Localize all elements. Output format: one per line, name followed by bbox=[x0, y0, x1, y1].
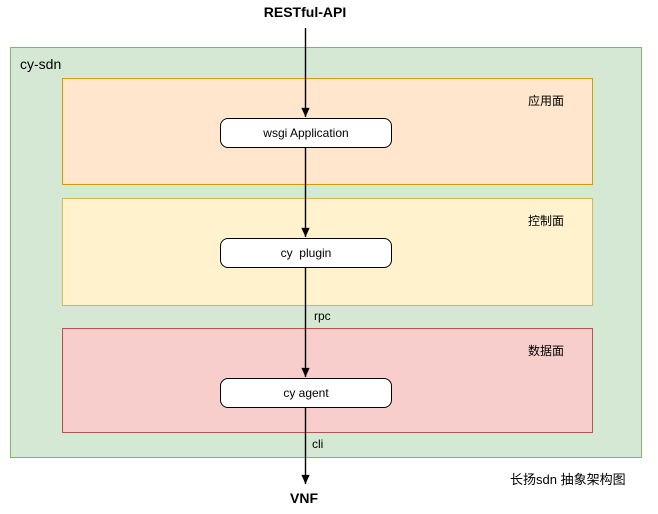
edge-label-cli: cli bbox=[312, 437, 324, 451]
diagram-caption: 长扬sdn 抽象架构图 bbox=[510, 472, 626, 487]
node-wsgi-application-label: wsgi Application bbox=[263, 126, 349, 140]
node-cy-agent-label: cy agent bbox=[283, 386, 329, 400]
application-plane-label: 应用面 bbox=[527, 94, 564, 108]
control-plane-label: 控制面 bbox=[527, 214, 564, 228]
node-cy-plugin-label: cy plugin bbox=[280, 246, 332, 260]
cy-sdn-container-label: cy-sdn bbox=[20, 56, 62, 72]
node-wsgi-application: wsgi Application bbox=[220, 118, 392, 148]
layer-application-plane: 应用面 bbox=[62, 78, 593, 185]
data-plane-label: 数据面 bbox=[527, 344, 564, 358]
node-cy-agent: cy agent bbox=[220, 378, 392, 408]
node-cy-plugin: cy plugin bbox=[220, 238, 392, 268]
vnf-label: VNF bbox=[290, 490, 318, 506]
edge-label-rpc: rpc bbox=[314, 309, 331, 323]
restful-api-label: RESTful-API bbox=[263, 4, 347, 20]
